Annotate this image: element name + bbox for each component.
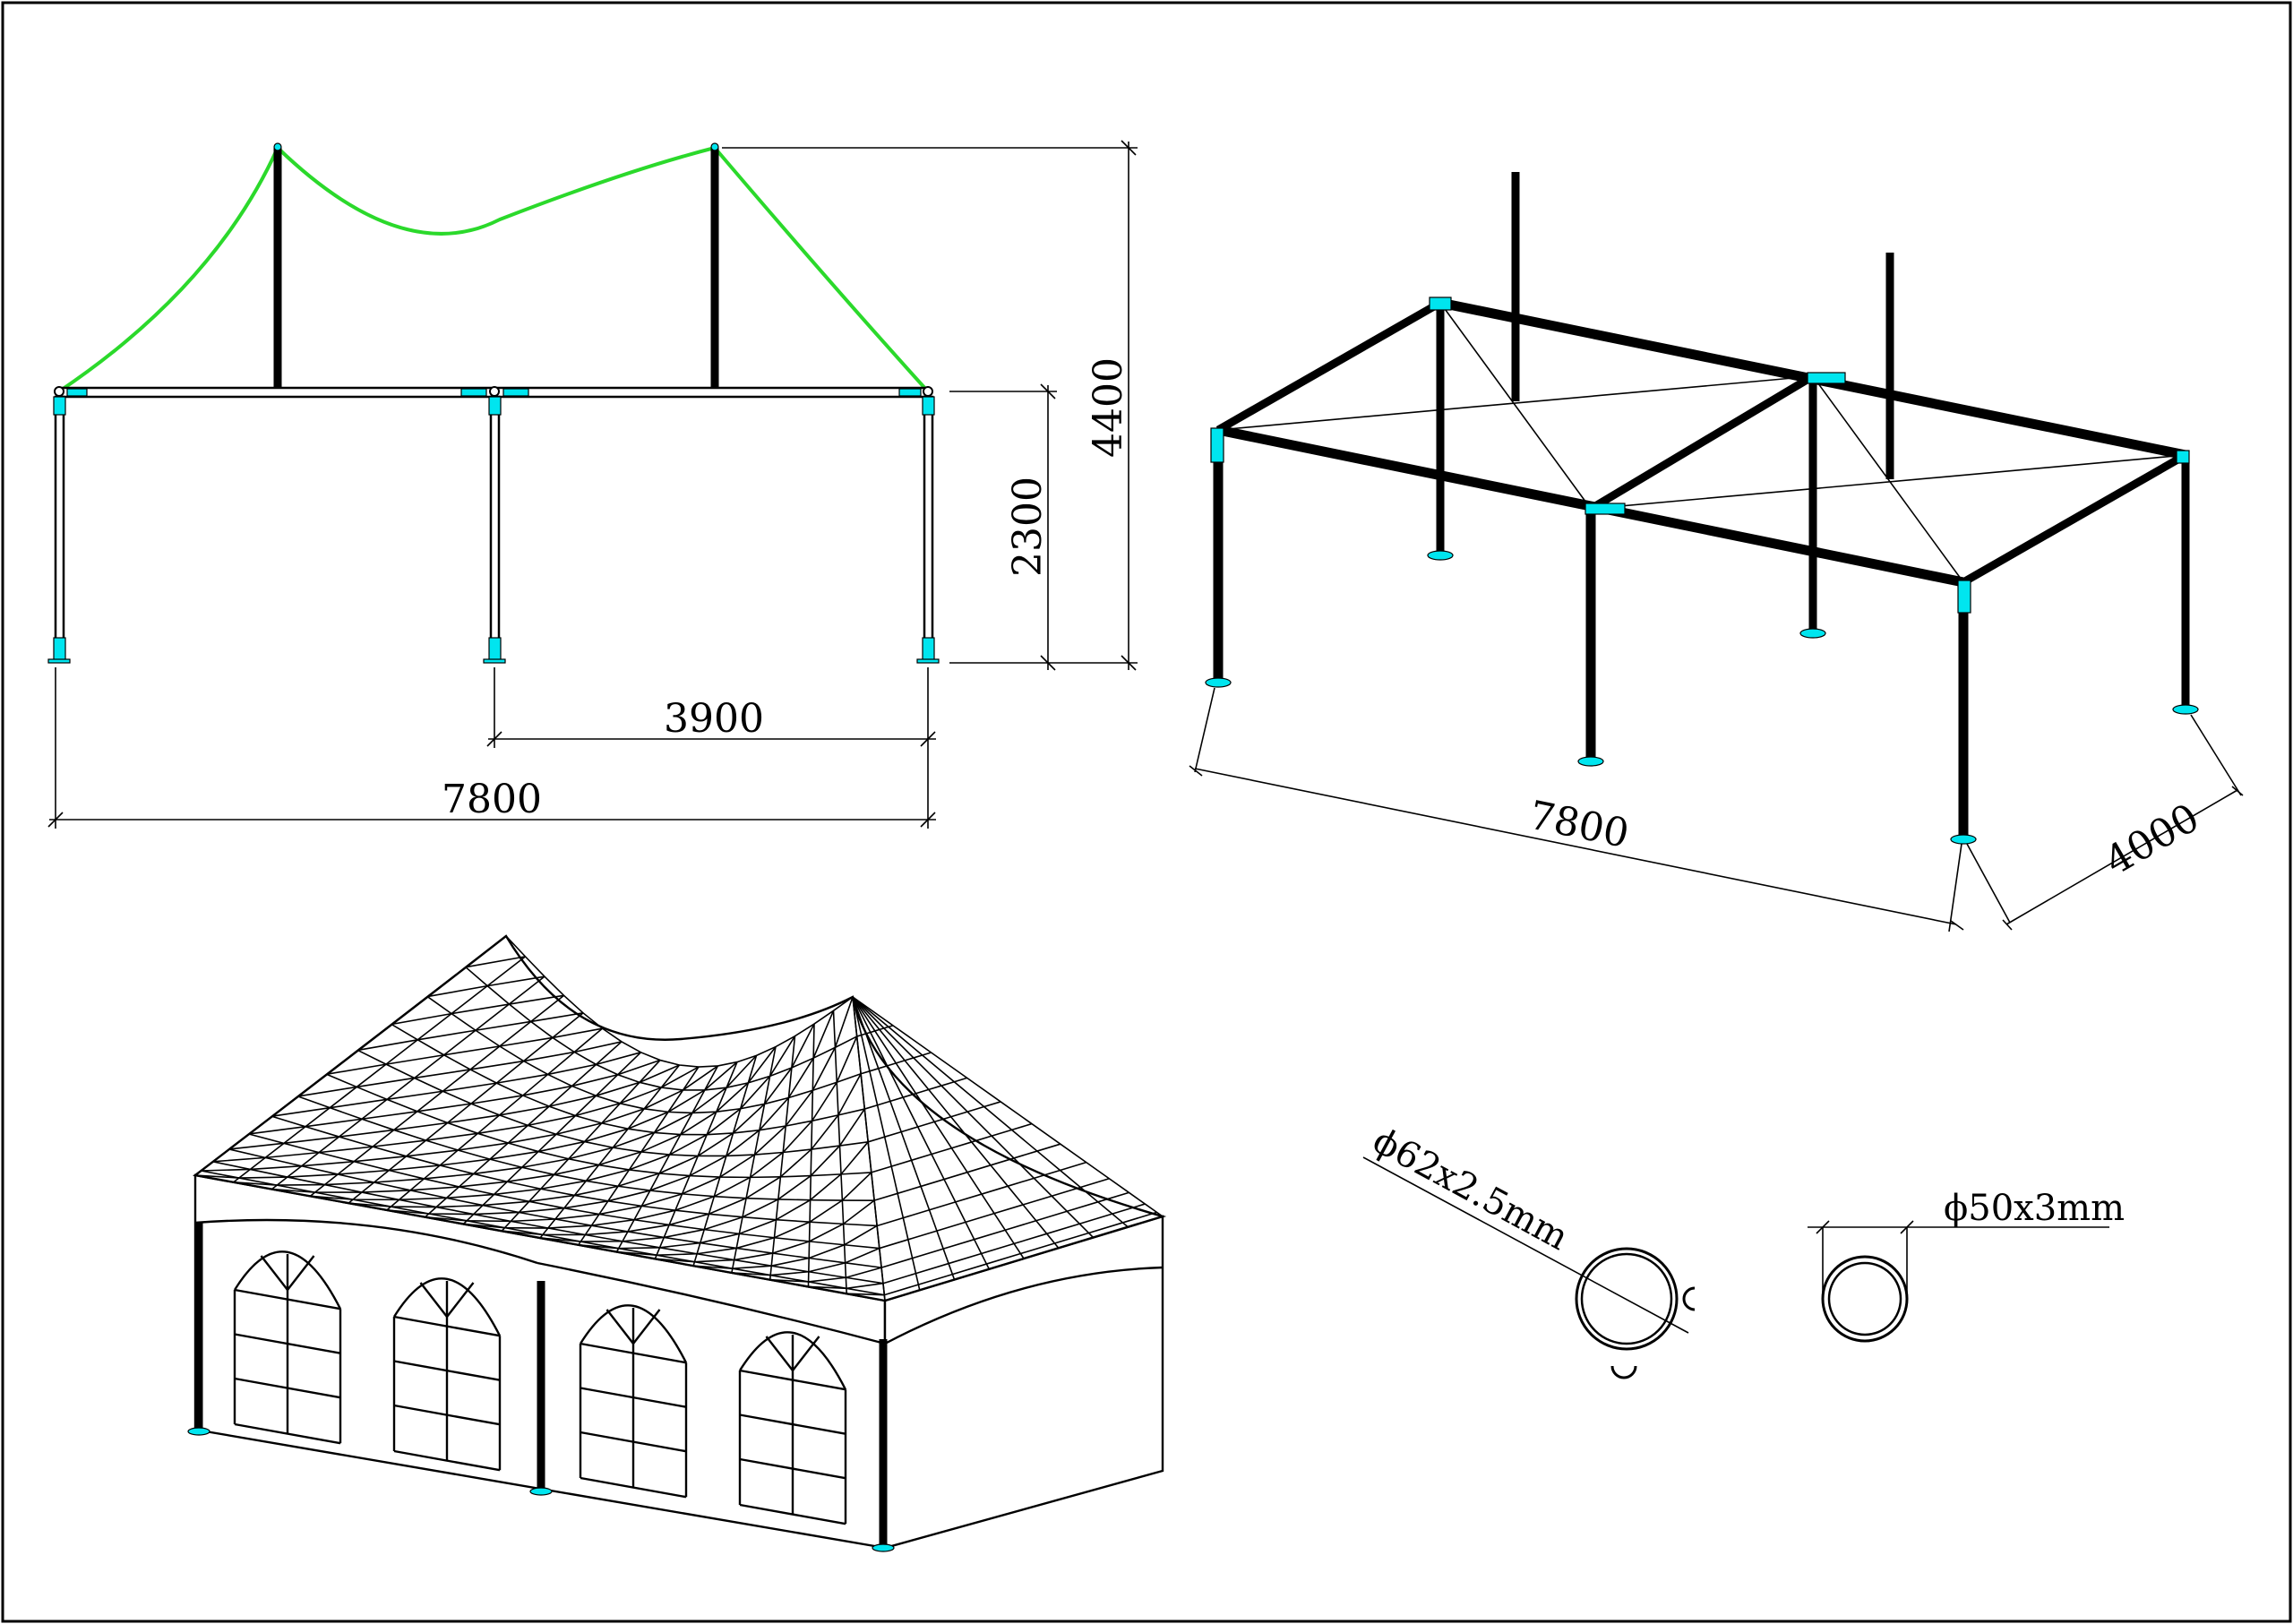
iso-feet <box>1205 550 2199 845</box>
iso-connectors <box>1210 296 2190 614</box>
dim-iso-length: 7800 <box>1525 793 1633 857</box>
connector-beam-mid-l <box>460 388 487 397</box>
window-2 <box>392 1277 502 1472</box>
c-channel-bottom <box>1610 1365 1637 1379</box>
leg-left <box>54 395 65 663</box>
connector-beam-right <box>898 388 922 397</box>
connector-top-middle <box>488 396 502 416</box>
foot-middle <box>483 658 506 664</box>
corner-joint-left <box>54 386 64 397</box>
connector-beam-left <box>66 388 88 397</box>
base-left <box>53 637 66 662</box>
tent-3d-view <box>187 934 1167 1552</box>
roof-mesh <box>193 934 1167 1302</box>
dim-overall-width: 7800 <box>442 777 542 822</box>
pole-cap-right <box>710 142 719 151</box>
dim-iso-width: 4000 <box>2098 795 2207 884</box>
beam-mid-cross <box>1588 373 1816 512</box>
eave-curve-3 <box>884 1266 1164 1345</box>
beam-left-side <box>1215 299 1443 434</box>
roof-fabric-line <box>57 144 930 393</box>
window-4 <box>738 1331 847 1525</box>
main-pipe-leader <box>1362 1156 1689 1334</box>
tent-foot-3 <box>872 1543 895 1552</box>
base-middle <box>488 637 502 662</box>
main-pipe-inner <box>1580 1252 1673 1345</box>
secondary-pipe-inner <box>1827 1261 1902 1336</box>
pole-cap-left <box>273 142 282 151</box>
window-3 <box>579 1304 688 1499</box>
corner-joint-right <box>923 386 933 397</box>
tent-foot-1 <box>187 1427 210 1436</box>
arched-windows <box>233 1250 847 1525</box>
main-pipe-outer <box>1575 1247 1679 1351</box>
main-pipe-label: ϕ62x2.5mm <box>1366 1120 1575 1259</box>
pipe-sections: ϕ62x2.5mm ϕ50x3mm <box>1362 1120 2125 1379</box>
secondary-pipe-outer <box>1821 1255 1909 1343</box>
dim-peak-height: 4400 <box>1086 357 1131 458</box>
eave-curve-2 <box>537 1261 886 1345</box>
dim-eave-height: 2300 <box>1005 477 1051 577</box>
dim-bay-width: 3900 <box>664 696 764 742</box>
dimension-lines-front <box>47 140 1138 829</box>
isometric-frame-view: 7800 4000 <box>1189 172 2244 932</box>
connector-beam-mid-r <box>502 388 529 397</box>
front-elevation-view: 7800 3900 2300 4400 <box>47 140 1138 829</box>
dimension-lines-iso <box>1189 687 2244 932</box>
leg-right <box>923 395 934 663</box>
leg-middle <box>489 395 501 663</box>
eave-curve-1 <box>194 1218 538 1265</box>
beam-right-side <box>1961 451 2188 586</box>
roof-bracing <box>1217 302 2186 583</box>
base-right <box>922 637 935 662</box>
foot-right <box>916 658 940 664</box>
corner-joint-mid <box>489 386 500 397</box>
window-1 <box>233 1250 342 1445</box>
connector-top-right <box>922 396 935 416</box>
foot-left <box>47 658 71 664</box>
secondary-pipe-label: ϕ50x3mm <box>1944 1188 2125 1229</box>
connector-top-left <box>53 396 66 416</box>
c-channel-right <box>1682 1286 1696 1311</box>
tent-foot-2 <box>529 1487 553 1496</box>
